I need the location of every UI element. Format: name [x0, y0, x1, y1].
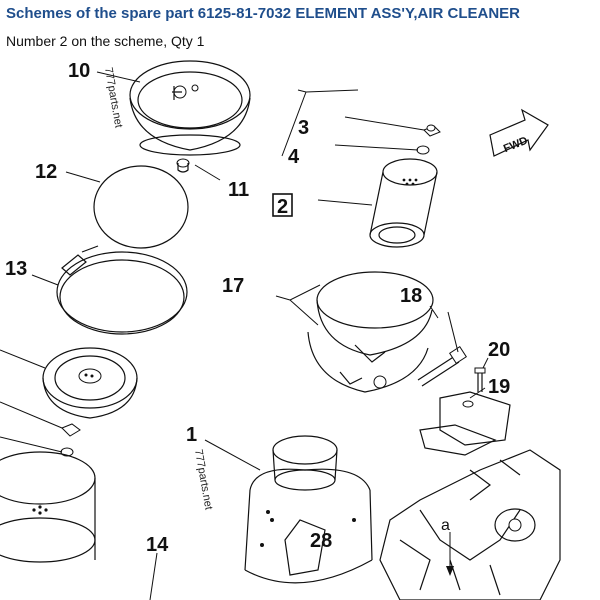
callout-13: 13 — [5, 258, 27, 280]
watermark-bottom: 777parts.net — [192, 448, 214, 510]
part-outer-element[interactable] — [0, 451, 96, 563]
callout-a: a — [441, 517, 450, 534]
part-dust-cup[interactable] — [42, 347, 138, 419]
part-20-bolt[interactable] — [474, 367, 486, 392]
part-12-ring[interactable] — [93, 165, 189, 249]
part-2-element[interactable] — [369, 158, 438, 248]
callout-28: 28 — [310, 530, 332, 552]
part-3-nut[interactable] — [423, 124, 441, 137]
part-11-nut[interactable] — [176, 158, 190, 173]
callout-17: 17 — [222, 275, 244, 297]
page-title: Schemes of the spare part 6125-81-7032 E… — [6, 5, 521, 22]
leader-lines — [0, 71, 489, 600]
part-19-bracket[interactable] — [419, 391, 511, 456]
part-dust-cup-nut[interactable] — [60, 423, 81, 457]
callout-2: 2 — [277, 196, 288, 218]
part-bolt[interactable] — [417, 346, 467, 387]
callout-3: 3 — [298, 117, 309, 139]
part-18-band[interactable] — [307, 331, 429, 393]
callout-4: 4 — [288, 146, 300, 168]
engine-block — [379, 449, 561, 600]
callout-11: 11 — [228, 179, 249, 201]
scheme-subtitle: Number 2 on the scheme, Qty 1 — [6, 33, 205, 49]
callout-20: 20 — [488, 339, 510, 361]
part-4-washer[interactable] — [416, 145, 430, 155]
callout-10: 10 — [68, 60, 90, 82]
callout-14: 14 — [146, 534, 169, 556]
highlight-box-2 — [272, 193, 293, 217]
callout-18: 18 — [400, 285, 422, 307]
callout-12: 12 — [35, 161, 57, 183]
part-13-clamp[interactable] — [56, 245, 188, 335]
part-10-cover[interactable] — [129, 60, 251, 156]
callout-19: 19 — [488, 376, 510, 398]
fwd-arrow-icon: FWD — [489, 108, 549, 157]
fwd-label: FWD — [502, 135, 530, 156]
callout-1: 1 — [186, 424, 197, 446]
part-17-band[interactable] — [316, 271, 434, 363]
part-1-housing[interactable] — [244, 435, 373, 584]
